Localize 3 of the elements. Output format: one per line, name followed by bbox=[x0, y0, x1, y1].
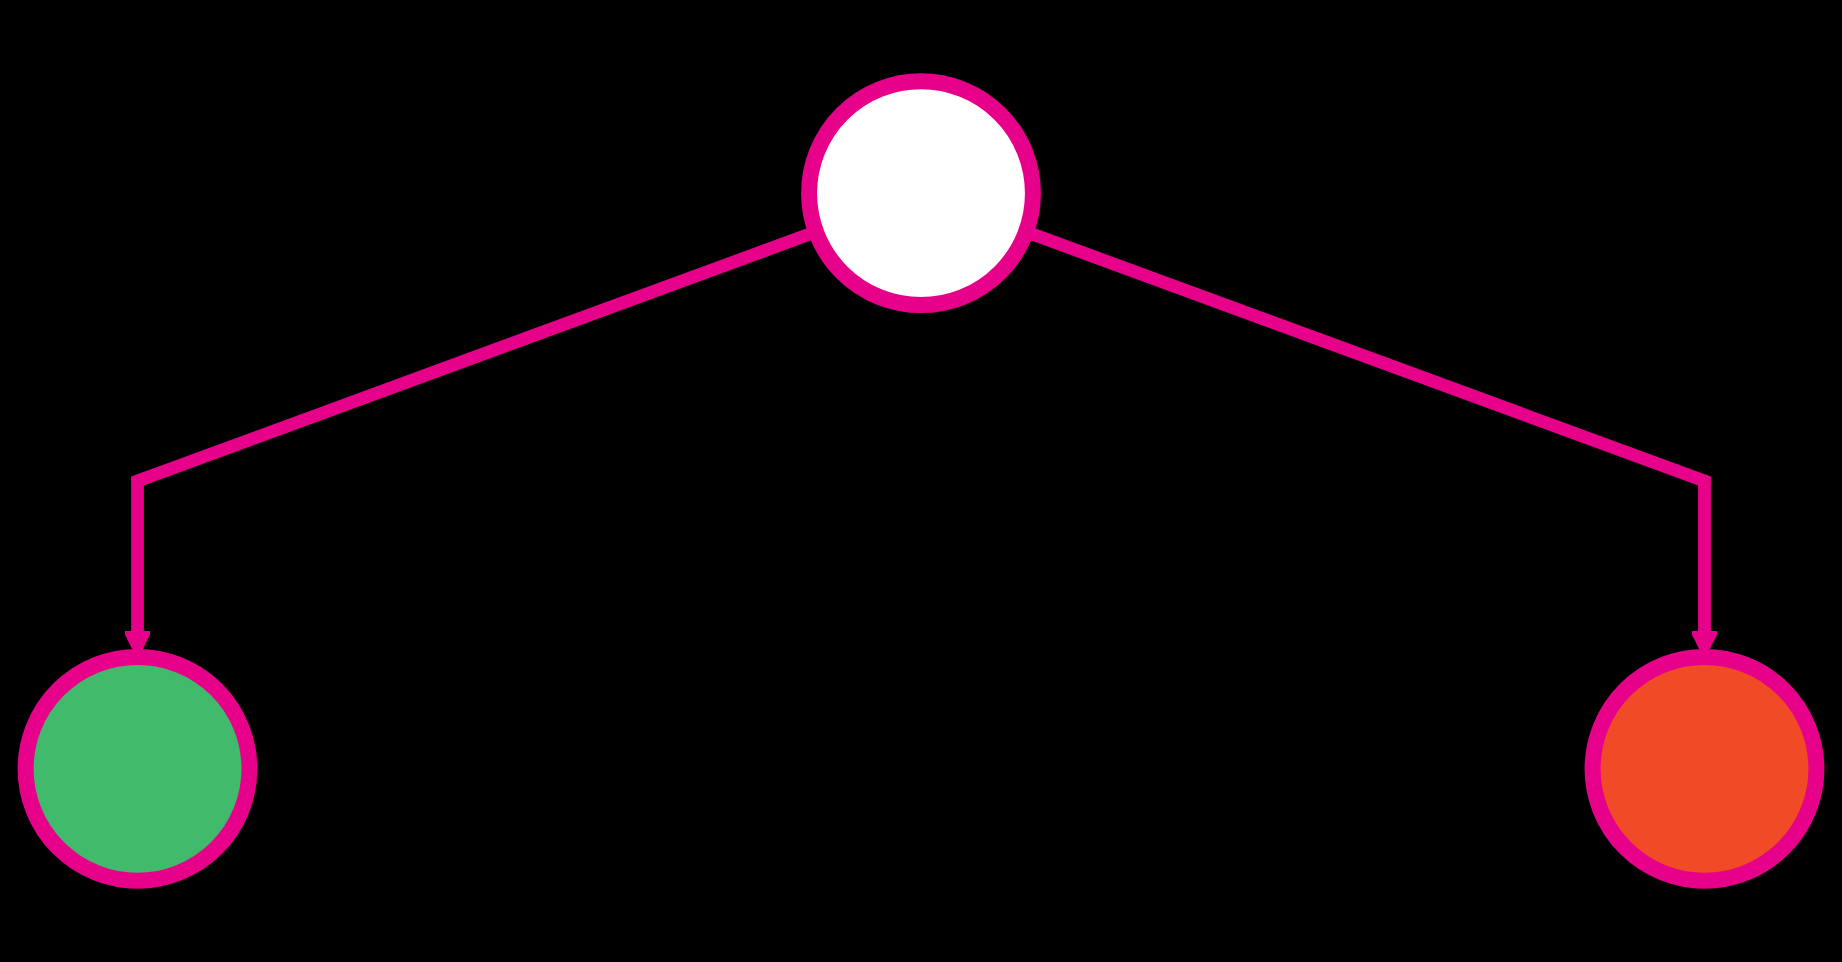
circle-node bbox=[801, 73, 1041, 314]
circle-node bbox=[1584, 648, 1825, 889]
circle-node bbox=[17, 648, 258, 889]
